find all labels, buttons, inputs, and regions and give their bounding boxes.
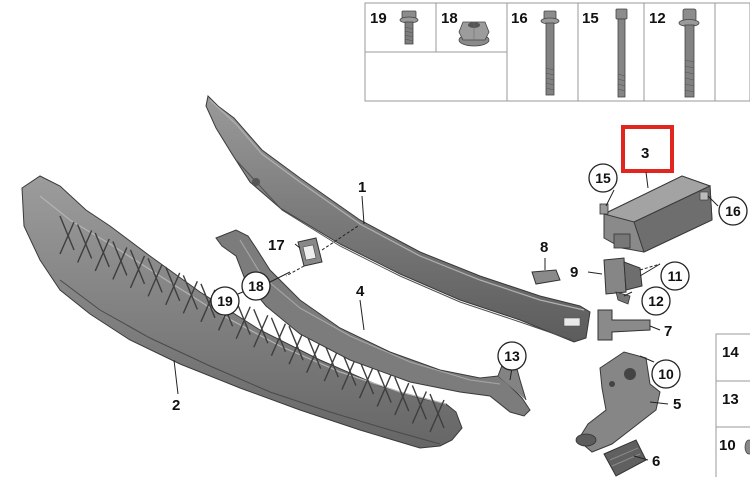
nut-icon (458, 21, 490, 47)
callout-5: 5 (673, 396, 681, 413)
absorber-rib (182, 281, 198, 314)
highlight-box (621, 125, 674, 173)
hardware-label-18: 18 (441, 10, 458, 27)
circled-callout-11: 11 (660, 261, 690, 291)
hardware-label-16: 16 (511, 10, 528, 27)
absorber-rib (147, 264, 163, 297)
side-label-10: 10 (719, 437, 736, 454)
absorber-rib (200, 283, 216, 319)
bolt-icon (678, 8, 700, 98)
callout-7: 7 (664, 323, 672, 340)
bumper-absorber (21, 175, 463, 449)
absorber-rib (129, 255, 146, 289)
absorber-rib (59, 221, 75, 255)
absorber-rib (341, 357, 357, 390)
absorber-rib (270, 317, 287, 352)
absorber-rib (165, 266, 181, 302)
side-label-13: 13 (722, 391, 739, 408)
side-table: 14 13 10 (715, 333, 750, 477)
circled-callout-16: 16 (718, 196, 748, 226)
absorber-rib (253, 314, 269, 348)
circled-callouts: 15 16 11 12 18 19 13 10 (210, 163, 748, 389)
absorber-rib (59, 215, 75, 251)
absorber-rib (358, 359, 375, 395)
callout-17: 17 (268, 237, 285, 254)
svg-text:16: 16 (725, 203, 741, 219)
holder-bracket (603, 257, 661, 305)
leader-lines (173, 171, 719, 461)
hardware-table: 19 18 16 15 12 (364, 2, 750, 102)
absorber-rib (165, 272, 181, 306)
absorber-rib (429, 399, 445, 433)
circled-callout-10: 10 (651, 359, 681, 389)
svg-text:10: 10 (658, 366, 674, 382)
absorber-rib (376, 374, 392, 407)
small-clip (531, 269, 561, 285)
absorber-rib (76, 224, 93, 259)
absorber-rib (429, 393, 445, 429)
svg-text:15: 15 (595, 170, 611, 186)
circled-callout-18: 18 (241, 271, 271, 301)
absorber-rib (253, 308, 269, 344)
absorber-rib (394, 382, 410, 416)
partial-part-icon (744, 439, 750, 455)
absorber-rib (323, 342, 339, 378)
absorber-rib (323, 348, 339, 382)
circled-callout-15: 15 (588, 163, 618, 193)
absorber-rib (411, 385, 428, 420)
long-bolt-icon (540, 10, 560, 96)
svg-text:13: 13 (504, 348, 520, 364)
absorber-rib (376, 368, 392, 403)
absorber-rib (306, 334, 322, 369)
callout-9: 9 (570, 264, 578, 281)
circled-callout-13: 13 (497, 341, 527, 371)
absorber-rib (112, 241, 128, 276)
circled-callout-12: 12 (641, 286, 671, 316)
long-screw-icon (615, 8, 628, 98)
tow-eye-bracket (575, 351, 661, 453)
svg-text:19: 19 (217, 293, 233, 309)
absorber-rib (288, 331, 304, 365)
svg-text:18: 18 (248, 278, 264, 294)
callout-1: 1 (358, 179, 366, 196)
absorber-rib (358, 365, 375, 399)
svg-text:11: 11 (668, 268, 683, 284)
hardware-label-15: 15 (582, 10, 599, 27)
absorber-rib (147, 258, 163, 293)
absorber-rib (288, 325, 304, 361)
hardware-label-12: 12 (649, 10, 666, 27)
plain-callouts: 1 2 3 4 5 6 7 8 9 17 (172, 145, 681, 470)
callout-8: 8 (540, 239, 548, 256)
absorber-rib (94, 232, 110, 268)
hardware-label-19: 19 (370, 10, 387, 27)
absorber-rib (129, 249, 146, 285)
callout-2: 2 (172, 397, 180, 414)
absorber-rib (306, 340, 322, 373)
mounting-bracket (599, 175, 713, 253)
absorber-rib (182, 275, 198, 310)
bumper-carrier-beam (205, 94, 591, 343)
callout-6: 6 (652, 453, 660, 470)
absorber-rib (94, 238, 110, 272)
absorber-rib (76, 230, 93, 263)
callout-3: 3 (641, 145, 649, 162)
absorber-rib (270, 323, 287, 356)
absorber-rib (394, 376, 410, 412)
circled-callout-19: 19 (210, 286, 240, 316)
clip-17 (285, 225, 359, 277)
callout-4: 4 (356, 283, 365, 300)
absorber-rib (112, 247, 128, 280)
absorber-rib (411, 391, 428, 424)
guide-clip (597, 309, 651, 341)
absorber-rib (235, 306, 251, 340)
svg-text:12: 12 (648, 293, 664, 309)
short-bolt-icon (399, 10, 419, 45)
side-label-14: 14 (722, 344, 739, 361)
